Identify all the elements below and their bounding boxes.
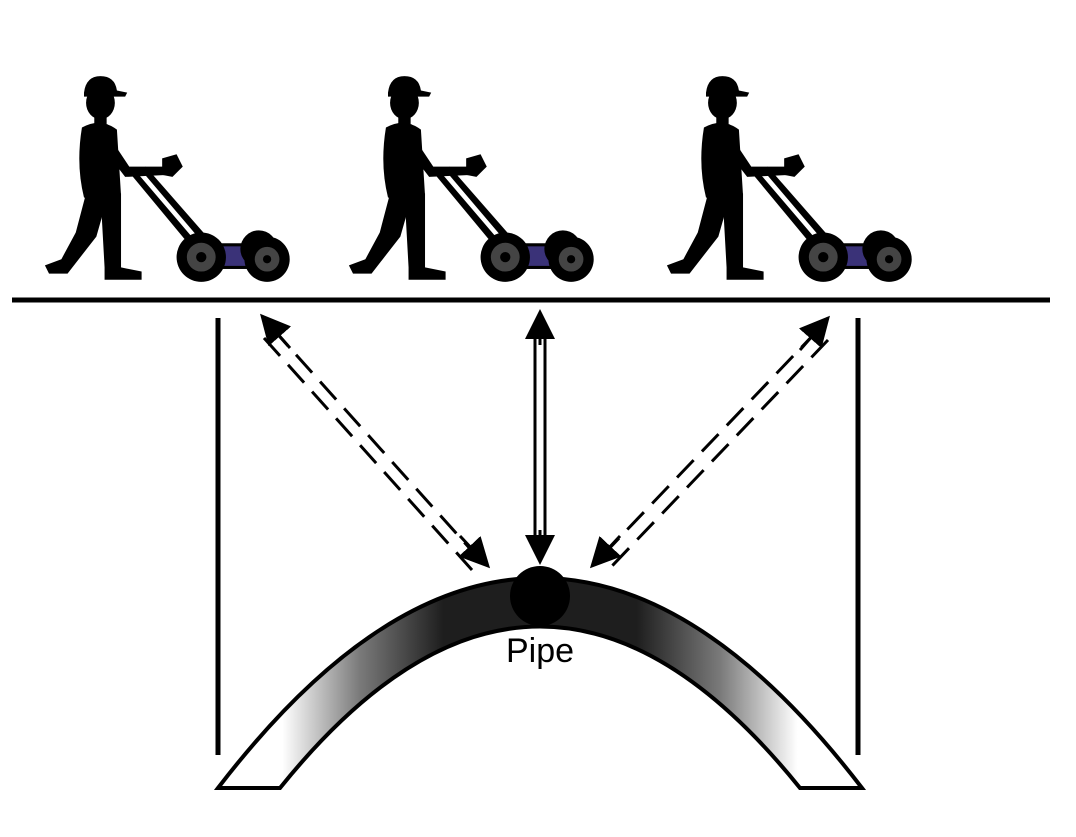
operator-left bbox=[43, 74, 290, 284]
arrowhead-right-down bbox=[589, 534, 622, 569]
signal-line-right-b bbox=[610, 338, 830, 568]
operator-with-gpr-cart-icon bbox=[43, 74, 290, 284]
pipe-icon bbox=[510, 566, 570, 626]
signal-path-right bbox=[589, 315, 830, 569]
signal-path-left bbox=[260, 313, 491, 572]
operator-center bbox=[347, 74, 594, 284]
operator-with-gpr-cart-icon bbox=[665, 74, 912, 284]
signal-path-center bbox=[525, 309, 555, 565]
arrowhead-left-down bbox=[458, 534, 491, 569]
signal-line-right-a bbox=[600, 328, 820, 558]
arrowhead-right-up bbox=[798, 315, 830, 351]
signal-line-left-a bbox=[270, 326, 484, 564]
signal-line-left-b bbox=[262, 336, 474, 572]
arrowhead-left-up bbox=[260, 313, 292, 349]
operator-right bbox=[665, 74, 912, 284]
reflection-hyperbola bbox=[213, 576, 867, 790]
operator-with-gpr-cart-icon bbox=[347, 74, 594, 284]
pipe-label: Pipe bbox=[506, 632, 574, 670]
